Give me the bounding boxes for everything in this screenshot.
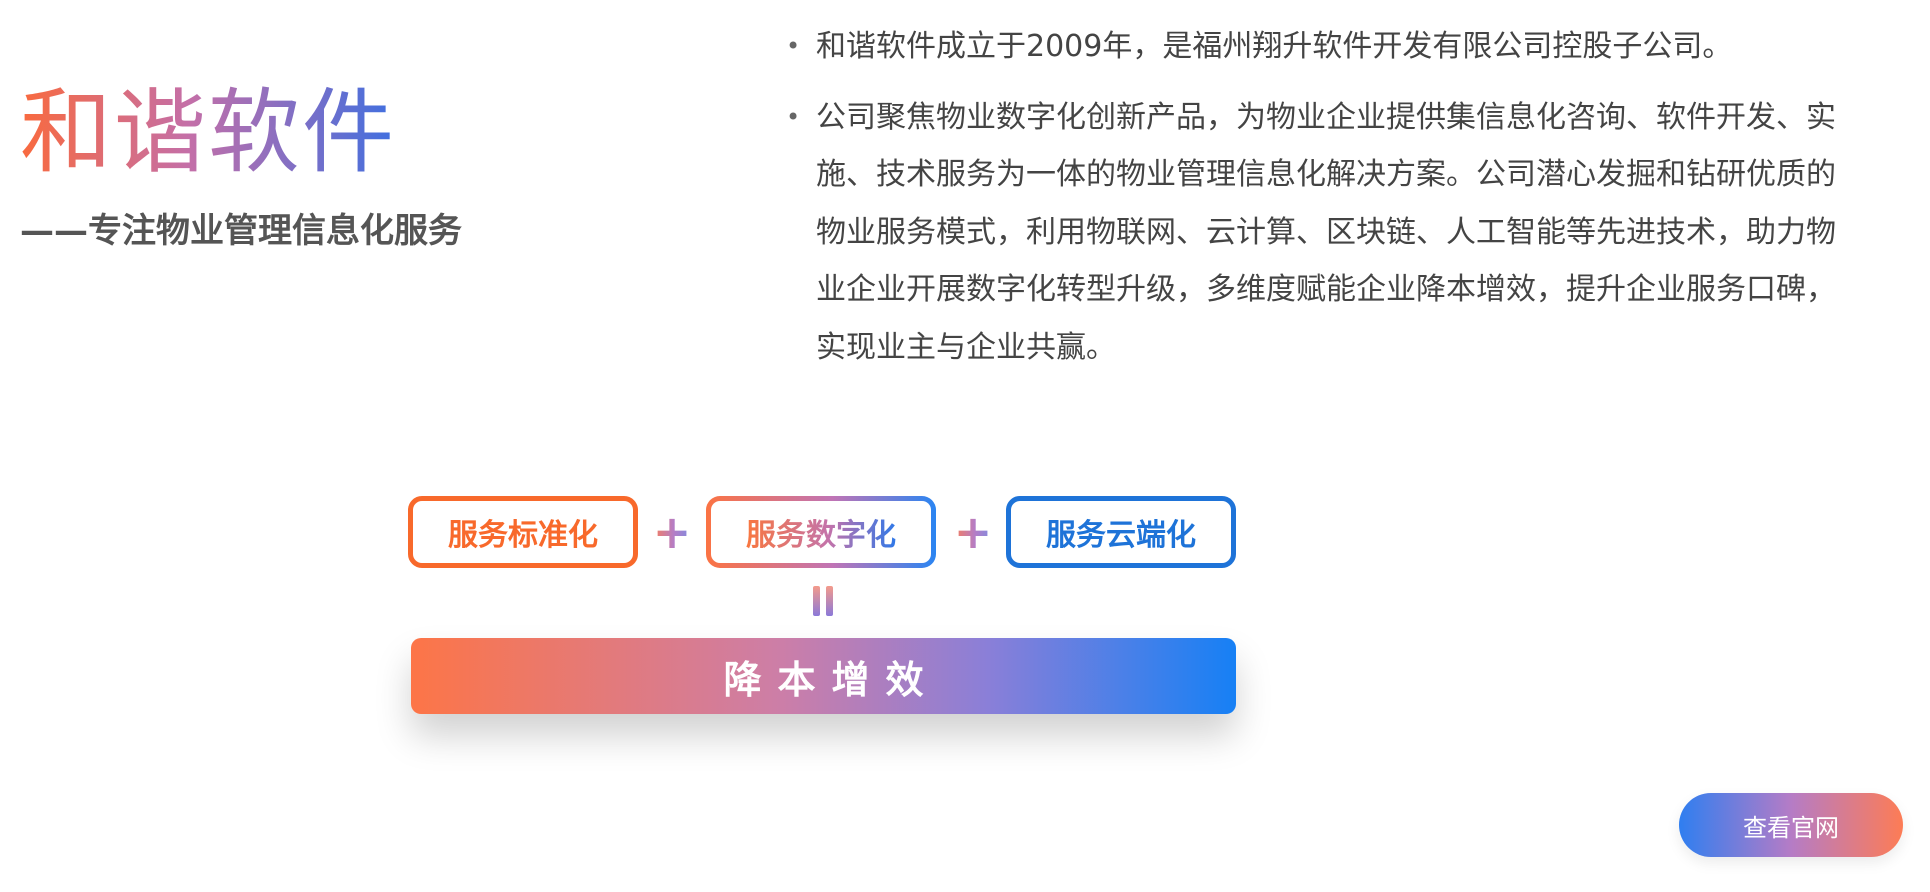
pill-label: 服务云端化 [1046, 518, 1196, 553]
brand-subtitle: ——专注物业管理信息化服务 [20, 211, 462, 251]
result-banner: 降本增效 [411, 638, 1236, 714]
visit-website-label: 查看官网 [1743, 813, 1839, 842]
company-intro-list: • 和谐软件成立于2009年，是福州翔升软件开发有限公司控股子公司。 • 公司聚… [786, 18, 1841, 376]
result-label: 降本增效 [723, 657, 940, 702]
plus-icon: + [652, 505, 692, 559]
bullet-icon: • [786, 32, 801, 60]
plus-icon: + [953, 505, 993, 559]
intro-point: • 公司聚焦物业数字化创新产品，为物业企业提供集信息化咨询、软件开发、实施、技术… [786, 89, 1841, 377]
bullet-icon: • [786, 102, 801, 131]
pill-label: 服务标准化 [448, 518, 598, 553]
equals-icon [813, 586, 833, 616]
brand-title: 和谐软件 [20, 79, 397, 186]
intro-point-text: 和谐软件成立于2009年，是福州翔升软件开发有限公司控股子公司。 [816, 29, 1733, 64]
visit-website-button[interactable]: 查看官网 [1679, 793, 1903, 857]
intro-point-text: 公司聚焦物业数字化创新产品，为物业企业提供集信息化咨询、软件开发、实施、技术服务… [816, 99, 1836, 365]
intro-point: • 和谐软件成立于2009年，是福州翔升软件开发有限公司控股子公司。 [786, 18, 1841, 76]
pill-label: 服务数字化 [746, 510, 896, 554]
service-digitalization-pill: 服务数字化 [706, 496, 936, 568]
service-standardization-pill: 服务标准化 [408, 496, 638, 568]
service-cloud-pill: 服务云端化 [1006, 496, 1236, 568]
